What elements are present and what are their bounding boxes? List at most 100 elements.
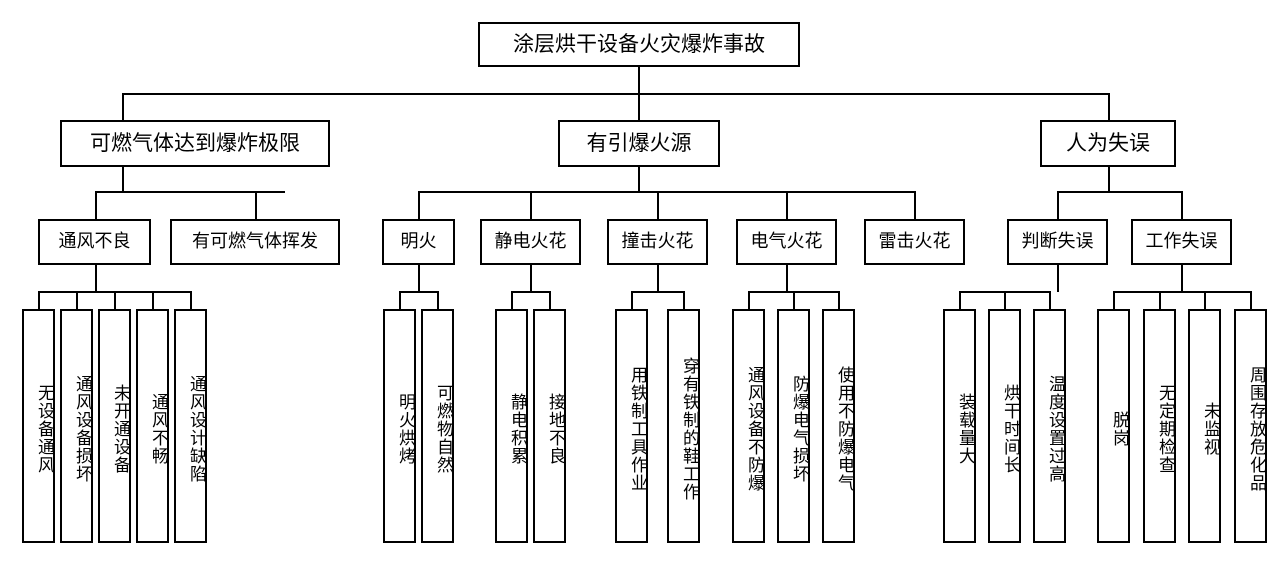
node-l02[interactable]: 通风设备损坏 xyxy=(60,309,93,543)
node-l19-label: 无定期检查 xyxy=(1155,384,1175,474)
connector-bus-b2kids xyxy=(418,191,916,193)
node-l03[interactable]: 未开通设备 xyxy=(98,309,131,543)
node-b1c2-label: 有可燃气体挥发 xyxy=(192,230,318,252)
node-b2c2[interactable]: 静电火花 xyxy=(480,219,581,265)
connector-drop-l08 xyxy=(511,291,513,309)
node-l09[interactable]: 接地不良 xyxy=(533,309,566,543)
connector-b2-down xyxy=(638,167,640,192)
connector-root-down xyxy=(638,66,640,94)
connector-drop-l07 xyxy=(437,291,439,309)
connector-bus-b3c2 xyxy=(1113,291,1250,293)
connector-drop-b1 xyxy=(122,93,124,120)
connector-b3-down xyxy=(1108,167,1110,192)
connector-bus-b2c1 xyxy=(399,291,439,293)
connector-drop-l19 xyxy=(1159,291,1161,309)
node-l07-label: 可燃物自然 xyxy=(433,384,453,474)
node-b2c5[interactable]: 雷击火花 xyxy=(864,219,965,265)
node-l09-label: 接地不良 xyxy=(545,393,565,465)
node-b3c2-label: 工作失误 xyxy=(1145,230,1218,252)
connector-bus-level2 xyxy=(122,93,1110,95)
connector-drop-l17 xyxy=(1049,291,1051,309)
connector-drop-l16 xyxy=(1004,291,1006,309)
node-b2c5-label: 雷击火花 xyxy=(878,230,951,252)
connector-drop-b3c1 xyxy=(1057,191,1059,219)
node-root[interactable]: 涂层烘干设备火灾爆炸事故 xyxy=(478,22,800,67)
connector-drop-b2c4 xyxy=(786,191,788,219)
node-l08[interactable]: 静电积累 xyxy=(495,309,528,543)
node-l07[interactable]: 可燃物自然 xyxy=(421,309,454,543)
node-l06[interactable]: 明火烘烤 xyxy=(383,309,416,543)
node-l06-label: 明火烘烤 xyxy=(395,393,415,465)
connector-bus-b2c3 xyxy=(631,291,683,293)
node-l14[interactable]: 使用不防爆电气 xyxy=(822,309,855,543)
connector-drop-l09 xyxy=(549,291,551,309)
node-l10[interactable]: 用铁制工具作业 xyxy=(615,309,648,543)
node-l01[interactable]: 无设备通风 xyxy=(22,309,55,543)
connector-drop-l13 xyxy=(793,291,795,309)
connector-drop-b2c5 xyxy=(914,191,916,219)
node-b3c2[interactable]: 工作失误 xyxy=(1131,219,1232,265)
node-b3[interactable]: 人为失误 xyxy=(1040,120,1176,167)
node-l16[interactable]: 烘干时间长 xyxy=(988,309,1021,543)
connector-drop-b3c2 xyxy=(1181,191,1183,219)
connector-drop-b2 xyxy=(638,93,640,120)
node-l03-label: 未开通设备 xyxy=(110,384,130,474)
connector-b2c3-down xyxy=(657,265,659,292)
node-l13[interactable]: 防爆电气损坏 xyxy=(777,309,810,543)
node-l17-label: 温度设置过高 xyxy=(1045,375,1065,483)
node-b1[interactable]: 可燃气体达到爆炸极限 xyxy=(60,120,330,167)
connector-drop-l06 xyxy=(399,291,401,309)
connector-drop-l20 xyxy=(1204,291,1206,309)
connector-drop-l10 xyxy=(631,291,633,309)
node-l11-label: 穿有铁制的鞋工作 xyxy=(679,357,699,501)
connector-drop-l21 xyxy=(1250,291,1252,309)
node-l18[interactable]: 脱岗 xyxy=(1097,309,1130,543)
node-l11[interactable]: 穿有铁制的鞋工作 xyxy=(667,309,700,543)
connector-bus-b3kids xyxy=(1057,191,1183,193)
node-b2c4[interactable]: 电气火花 xyxy=(736,219,837,265)
node-l16-label: 烘干时间长 xyxy=(1000,384,1020,474)
node-l15[interactable]: 装载量大 xyxy=(943,309,976,543)
connector-b2c4-down xyxy=(786,265,788,292)
node-l21[interactable]: 周围存放危化品 xyxy=(1234,309,1267,543)
node-root-label: 涂层烘干设备火灾爆炸事故 xyxy=(513,31,765,56)
node-l20[interactable]: 未监视 xyxy=(1188,309,1221,543)
connector-drop-b1c1 xyxy=(95,191,97,219)
connector-drop-l14 xyxy=(838,291,840,309)
connector-b2c1-down xyxy=(418,265,420,292)
connector-drop-l04 xyxy=(152,291,154,309)
node-l05[interactable]: 通风设计缺陷 xyxy=(174,309,207,543)
node-l14-label: 使用不防爆电气 xyxy=(834,366,854,492)
connector-drop-l01 xyxy=(38,291,40,309)
node-l05-label: 通风设计缺陷 xyxy=(186,375,206,483)
connector-bus-b2c2 xyxy=(511,291,551,293)
node-b1c2[interactable]: 有可燃气体挥发 xyxy=(170,219,340,265)
node-b1-label: 可燃气体达到爆炸极限 xyxy=(90,130,300,155)
node-b2c4-label: 电气火花 xyxy=(750,230,823,252)
node-b2c3[interactable]: 撞击火花 xyxy=(607,219,708,265)
node-l12-label: 通风设备不防爆 xyxy=(744,366,764,492)
node-b2c1[interactable]: 明火 xyxy=(382,219,455,265)
node-l12[interactable]: 通风设备不防爆 xyxy=(732,309,765,543)
node-b2[interactable]: 有引爆火源 xyxy=(558,120,720,167)
node-b1c1[interactable]: 通风不良 xyxy=(38,219,151,265)
connector-drop-l15 xyxy=(959,291,961,309)
node-l17[interactable]: 温度设置过高 xyxy=(1033,309,1066,543)
node-l08-label: 静电积累 xyxy=(507,393,527,465)
connector-drop-l02 xyxy=(76,291,78,309)
node-b3c1[interactable]: 判断失误 xyxy=(1007,219,1108,265)
node-l02-label: 通风设备损坏 xyxy=(72,375,92,483)
connector-drop-b2c3 xyxy=(657,191,659,219)
connector-b3c2-down xyxy=(1181,265,1183,292)
node-l19[interactable]: 无定期检查 xyxy=(1143,309,1176,543)
connector-drop-l18 xyxy=(1113,291,1115,309)
connector-drop-l11 xyxy=(683,291,685,309)
connector-b2c2-down xyxy=(530,265,532,292)
connector-b1c1-down xyxy=(95,265,97,292)
node-l18-label: 脱岗 xyxy=(1109,411,1129,447)
connector-drop-l12 xyxy=(748,291,750,309)
connector-drop-b3 xyxy=(1108,93,1110,120)
connector-drop-b2c2 xyxy=(530,191,532,219)
connector-drop-l05 xyxy=(190,291,192,309)
node-l04[interactable]: 通风不畅 xyxy=(136,309,169,543)
